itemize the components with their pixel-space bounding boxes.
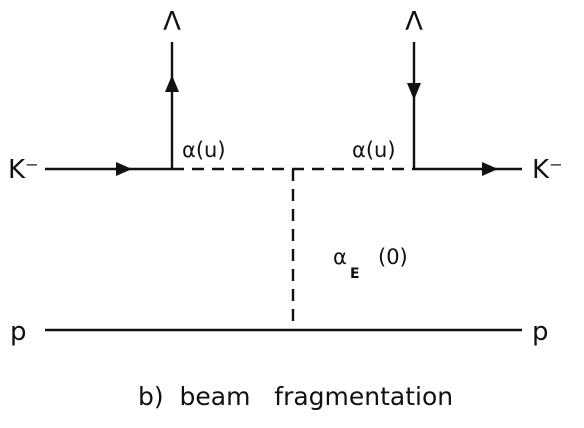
alpha-u-left-label: α(u) <box>182 138 226 162</box>
k-minus-left-label: K⁻ <box>8 155 39 185</box>
diagram-caption: b) beam fragmentation <box>138 382 453 411</box>
alpha-e-label: α <box>333 245 347 269</box>
arrow-down-icon <box>407 83 421 100</box>
lambda-left-label: Λ <box>163 7 181 37</box>
alpha-u-right-label: α(u) <box>352 138 396 162</box>
arrow-right-icon <box>116 162 132 176</box>
arrow-up-icon <box>165 75 179 92</box>
arrow-right-icon <box>482 162 498 176</box>
alpha-e-subscript: E <box>350 266 360 282</box>
k-minus-right-label: K⁻ <box>532 155 563 185</box>
p-right-label: p <box>532 317 549 347</box>
alpha-e-argument: (0) <box>378 245 408 269</box>
lambda-right-label: Λ <box>405 7 423 37</box>
p-left-label: p <box>10 317 27 347</box>
